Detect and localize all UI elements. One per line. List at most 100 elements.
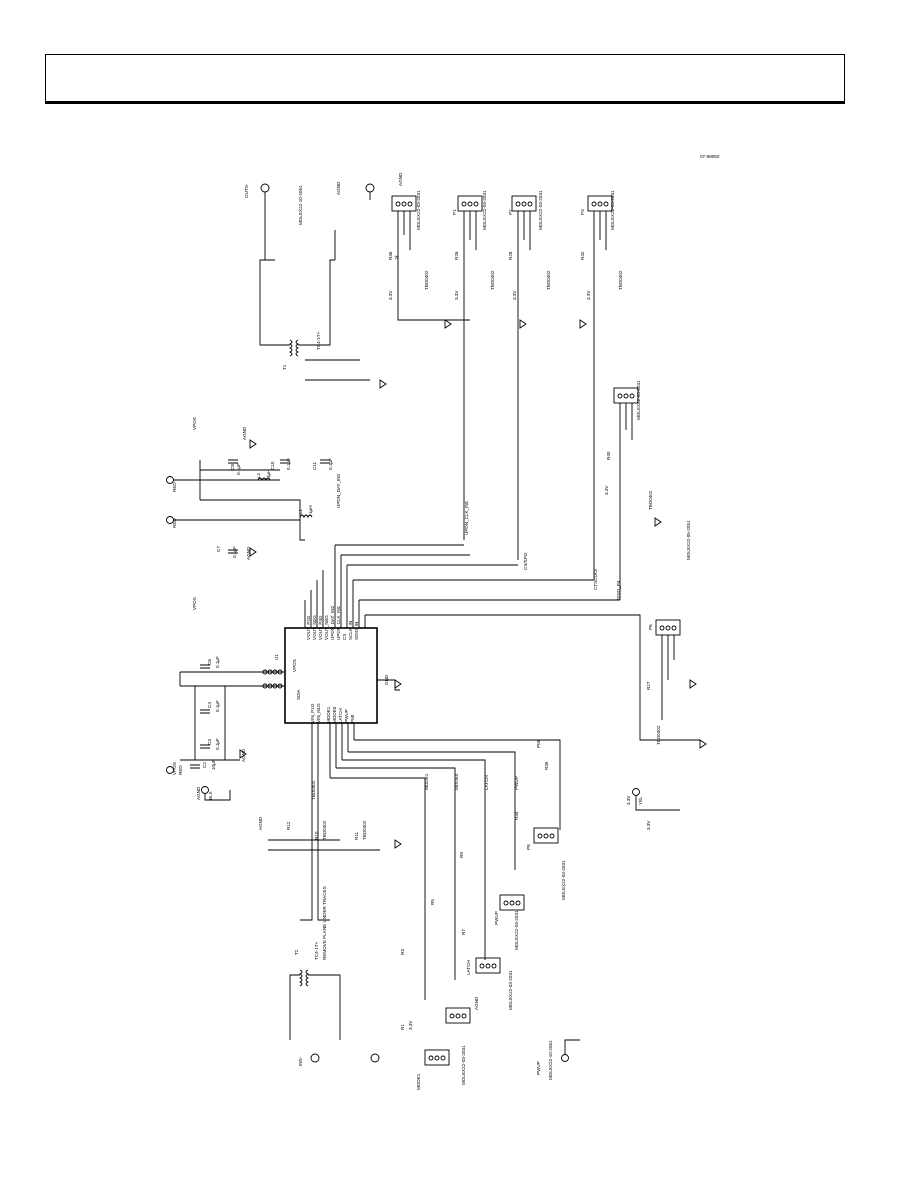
svg-text:C6: C6 bbox=[207, 659, 212, 665]
svg-text:CTSCLK3: CTSCLK3 bbox=[593, 569, 598, 590]
svg-text:C2: C2 bbox=[202, 762, 207, 768]
svg-text:C7: C7 bbox=[216, 546, 221, 552]
cap-c8 bbox=[228, 459, 238, 464]
svg-text:LATCH: LATCH bbox=[466, 960, 471, 975]
ic-u1: U1 VOUT_P2G VOUT_N2G VOUT_P4G VOUT_N4G U… bbox=[179, 545, 400, 778]
svg-text:P8: P8 bbox=[526, 844, 531, 850]
vpos-filter-output: VPOS VPOS RED RED L2 1µH L1 1µH C8 0.1µF… bbox=[166, 417, 333, 610]
net-pwup: PWUP bbox=[514, 776, 519, 790]
cap-c3: C3 0.1µF bbox=[200, 738, 220, 750]
pin-sclk: SCLK_IN bbox=[348, 621, 353, 640]
svg-text:R36: R36 bbox=[388, 251, 393, 260]
svg-text:R34: R34 bbox=[514, 811, 519, 820]
svg-text:T2: T2 bbox=[294, 949, 299, 955]
svg-text:R7: R7 bbox=[461, 929, 466, 935]
svg-text:0.1µF: 0.1µF bbox=[236, 463, 241, 475]
svg-text:AGND: AGND bbox=[336, 181, 341, 195]
connector-block-p5: MOLEX22-03-2031 R40 3.3V TBD0402 SDIO_P4… bbox=[604, 380, 691, 600]
svg-text:RED: RED bbox=[178, 765, 183, 775]
agnd-caps-label: AGND bbox=[241, 748, 246, 762]
svg-text:P6: P6 bbox=[648, 624, 653, 630]
svg-text:TBD0402: TBD0402 bbox=[648, 490, 653, 510]
ground-symbols-icon bbox=[239, 319, 707, 849]
svg-text:TBD0402: TBD0402 bbox=[490, 270, 495, 290]
svg-text:R40: R40 bbox=[606, 451, 611, 460]
ic-bottom-stubs bbox=[311, 723, 355, 778]
cap-c7 bbox=[228, 549, 238, 554]
connector-block-latch: MOLEX22-03-2031 LATCH bbox=[466, 957, 513, 1010]
connector-block-p6: P6 R27 TBD0402 bbox=[646, 619, 681, 745]
ic-bottom-bus bbox=[300, 739, 561, 1000]
svg-text:MOLEX22-03-2031: MOLEX22-03-2031 bbox=[416, 190, 421, 230]
ic-u1-ref: U1 bbox=[274, 654, 279, 660]
svg-text:R12: R12 bbox=[286, 821, 291, 830]
svg-text:R11: R11 bbox=[354, 831, 359, 840]
connector-block-pmi: MOLEX22-03-2031 P8 bbox=[526, 827, 566, 900]
connector-block-mode0: AGND bbox=[445, 996, 479, 1024]
svg-text:TBD0402: TBD0402 bbox=[311, 780, 316, 800]
svg-text:R35: R35 bbox=[544, 761, 549, 770]
svg-text:TBD0402: TBD0402 bbox=[424, 270, 429, 290]
pin-vout-p2g: VOUT_P2G bbox=[306, 615, 311, 640]
vpos-decoupling-bus bbox=[179, 671, 285, 761]
pin-updn-dat: UPDN_DAT_IN2 bbox=[330, 605, 335, 640]
svg-text:P1: P1 bbox=[452, 209, 457, 215]
svg-text:TC4-1T+: TC4-1T+ bbox=[314, 941, 319, 960]
ic-top-stubs bbox=[304, 545, 366, 628]
svg-text:R42: R42 bbox=[580, 251, 585, 260]
figure-id: 07-98050 bbox=[700, 154, 720, 159]
bottom-resistors: R1 R3 R5 R7 R9 R35 R34 3.3V bbox=[400, 761, 549, 1030]
svg-text:AGND: AGND bbox=[474, 996, 479, 1010]
pin-sdia: SDIA bbox=[296, 688, 301, 700]
resistor-network-input: R12 R10 R11 TBD0402 TBD0402 AGND TBD0402 bbox=[258, 780, 380, 851]
svg-text:R10: R10 bbox=[314, 831, 319, 840]
svg-text:R1: R1 bbox=[400, 1024, 405, 1030]
pin-pwup: PWUP bbox=[344, 709, 349, 723]
svg-text:MOLEX22-03-2031: MOLEX22-03-2031 bbox=[482, 190, 487, 230]
svg-text:PWUP: PWUP bbox=[494, 911, 499, 925]
svg-text:1µH: 1µH bbox=[266, 469, 271, 478]
svg-text:TBD0402: TBD0402 bbox=[618, 270, 623, 290]
cap-c2: C2 10µF bbox=[190, 759, 216, 770]
sma-outp-icon bbox=[365, 183, 375, 193]
svg-text:INS-: INS- bbox=[298, 1056, 303, 1066]
svg-text:R3: R3 bbox=[400, 949, 405, 955]
cap-c11 bbox=[320, 459, 330, 464]
svg-text:TBD0402: TBD0402 bbox=[322, 820, 327, 840]
svg-text:R27: R27 bbox=[646, 681, 651, 690]
svg-text:AGND: AGND bbox=[242, 426, 247, 440]
connector-block-p4: MOLEX22-03-2031 P3 R42 3.3V TBD0402 CTSC… bbox=[580, 190, 623, 590]
svg-text:C8: C8 bbox=[230, 464, 235, 470]
svg-text:3.3V: 3.3V bbox=[646, 820, 651, 830]
svg-text:VPOS: VPOS bbox=[192, 597, 197, 610]
net-label-updn-dat: UPDN_DAT_IN2 bbox=[336, 473, 341, 508]
svg-text:0.1µF: 0.1µF bbox=[328, 458, 333, 470]
pin-cs: CS bbox=[342, 634, 347, 640]
svg-text:MOLEX22-03-2031: MOLEX22-03-2031 bbox=[461, 1045, 466, 1085]
svg-text:PWUP: PWUP bbox=[536, 1061, 541, 1075]
svg-text:L2: L2 bbox=[256, 472, 261, 478]
svg-text:TBD0402: TBD0402 bbox=[362, 820, 367, 840]
svg-text:3.3V: 3.3V bbox=[604, 485, 609, 495]
svg-text:C10: C10 bbox=[270, 461, 275, 470]
svg-text:VPOS: VPOS bbox=[172, 762, 177, 775]
pin-pmi: PMI bbox=[350, 715, 355, 723]
svg-text:0.1µF: 0.1µF bbox=[215, 700, 220, 712]
transformer-t2: T2 TC4-1T+ REMOVE PLANE UNDER TRACES INS… bbox=[289, 886, 380, 1066]
svg-text:MOLEX22-03-2031: MOLEX22-03-2031 bbox=[508, 970, 513, 1010]
svg-text:3.3V: 3.3V bbox=[454, 290, 459, 300]
svg-text:T1: T1 bbox=[282, 364, 287, 370]
svg-text:RED: RED bbox=[172, 482, 177, 492]
svg-text:10µF: 10µF bbox=[211, 759, 216, 770]
sma-outs-icon bbox=[260, 183, 270, 193]
svg-text:YEL: YEL bbox=[638, 796, 643, 805]
svg-text:TC4-1T+: TC4-1T+ bbox=[316, 331, 321, 350]
pin-vin-n1g: VIN_N1G bbox=[316, 703, 321, 723]
pin-vpos: VPOS bbox=[292, 659, 297, 672]
svg-text:AGND: AGND bbox=[398, 172, 403, 186]
svg-text:R9: R9 bbox=[459, 852, 464, 858]
svg-text:R26: R26 bbox=[454, 251, 459, 260]
cap-c10 bbox=[280, 459, 290, 464]
svg-text:C3: C3 bbox=[207, 739, 212, 745]
svg-text:3.3V: 3.3V bbox=[408, 1020, 413, 1030]
